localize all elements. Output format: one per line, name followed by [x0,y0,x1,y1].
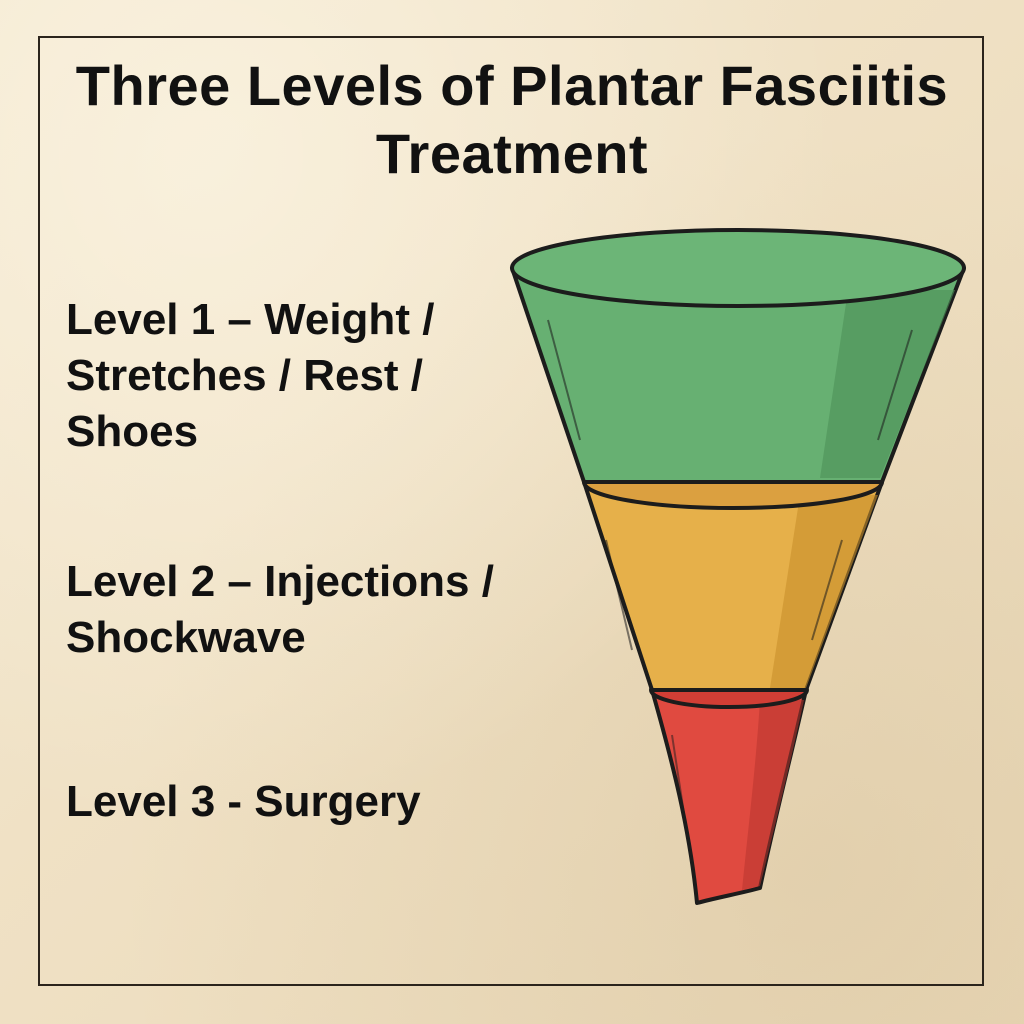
funnel-shade-level-2 [770,495,878,688]
funnel-top-rim [510,228,966,308]
funnel-shade-level-3 [742,700,804,890]
level-1-label: Level 1 – Weight / Stretches / Rest / Sh… [66,295,435,456]
diagram-title: Three Levels of Plantar Fasciitis Treatm… [75,54,949,185]
level-3-label: Level 3 - Surgery [66,777,421,826]
border-frame [38,36,984,986]
level-2-label: Level 2 – Injections / Shockwave [66,557,494,662]
funnel-shade-level-1 [820,290,955,478]
